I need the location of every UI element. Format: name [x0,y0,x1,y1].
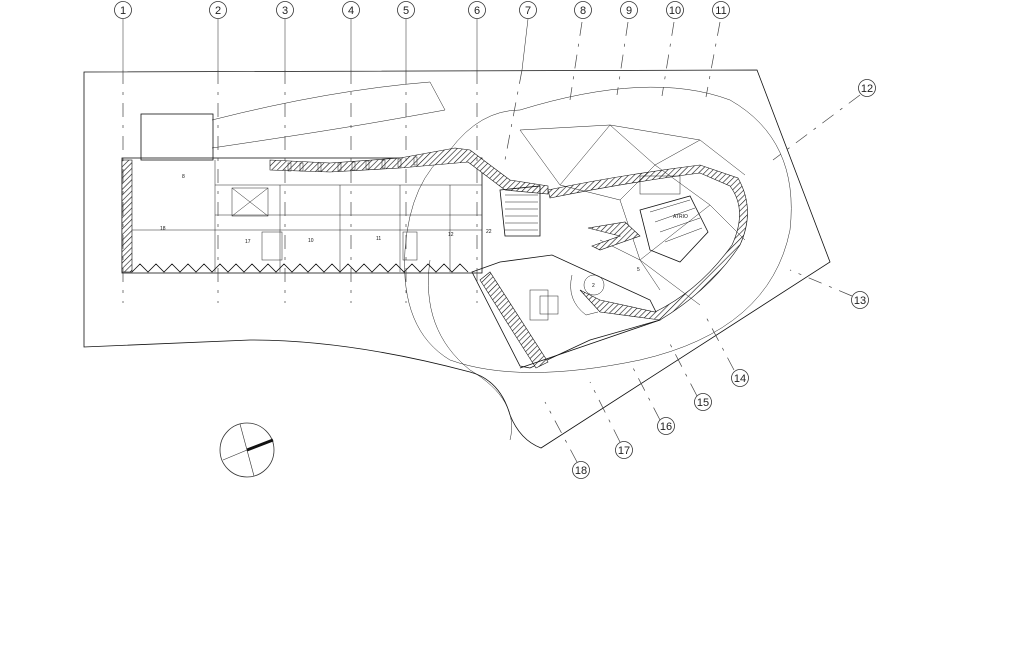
left-wing-end-glazing [121,159,133,273]
svg-text:4: 4 [348,5,354,17]
atrium-hatch [649,199,703,243]
atrium [639,195,709,263]
elevator [231,187,269,217]
landscape-curve-lower [428,259,512,441]
svg-text:11: 11 [715,5,726,17]
grid-axes [122,21,861,463]
south-facade-sawtooth [131,263,469,273]
grid-bubble-9: 9 [620,1,638,19]
coffee-table [539,295,559,315]
grid-bubble-7: 7 [519,1,537,71]
room-labels: 18 17 10 11 12 2 5 8 22 ATRIO [160,174,688,289]
bridge [587,221,641,251]
grid-bubble-11: 11 [712,1,730,19]
svg-text:5: 5 [403,5,409,17]
svg-text:1: 1 [120,5,126,17]
kitchen-counter [570,274,599,316]
grid-bubble-4: 4 [342,1,360,70]
landscape-curve-ellipse [404,86,792,373]
grid-bubble-17: 17 [615,441,633,459]
svg-text:10: 10 [669,5,681,17]
grid-bubble-6: 6 [468,1,486,70]
dining-table [583,274,605,296]
north-windows [287,156,418,172]
sofa [529,289,549,321]
room-label: 8 [182,174,185,180]
grid-bubbles: 1 2 3 4 5 6 7 8 9 10 11 12 13 14 15 16 1… [114,1,876,479]
grid-bubble-15: 15 [694,393,712,411]
grid-bubble-13: 13 [851,291,869,309]
svg-text:13: 13 [854,295,866,307]
grid-bubble-8: 8 [574,1,592,19]
svg-text:18: 18 [575,465,587,477]
grid-bubble-10: 10 [666,1,684,19]
left-wing [121,113,549,274]
svg-text:14: 14 [734,373,746,385]
room-label: 10 [308,238,314,244]
svg-text:7: 7 [525,5,531,17]
svg-text:15: 15 [697,397,709,409]
svg-text:2: 2 [215,5,221,17]
left-wing-core [121,157,483,274]
room-label: 11 [376,236,381,242]
room-label: 12 [448,232,454,238]
grid-bubble-3: 3 [276,1,294,70]
svg-text:17: 17 [618,445,630,457]
svg-text:16: 16 [660,421,672,433]
landscape-curve-ellipse2 [449,109,521,151]
central-stair [499,185,541,237]
stair-east [639,175,681,195]
room-label: 22 [486,229,492,235]
room-label: 5 [637,267,640,273]
site-boundary [83,69,831,449]
grid-bubble-2: 2 [209,1,227,70]
grid-bubble-18: 18 [572,461,590,479]
elevator-x [231,187,269,217]
landscape-curve-outer [211,81,446,149]
grid-bubble-12: 12 [858,79,876,97]
stair [261,231,283,261]
grid-bubble-16: 16 [657,417,675,435]
north-wall [269,147,549,195]
svg-text:12: 12 [861,83,873,95]
svg-text:8: 8 [580,5,586,17]
room-label: 18 [160,226,166,232]
stair [402,231,418,261]
svg-text:3: 3 [282,5,288,17]
svg-text:9: 9 [626,5,632,17]
room-label: ATRIO [673,214,688,220]
east-wing-wall [547,164,748,321]
room-label: 2 [592,283,595,289]
south-wall [519,319,661,369]
east-wing [519,124,748,321]
grid-bubble-1: 1 [114,1,132,70]
grid-bubble-14: 14 [731,369,749,387]
roof-triangulation [519,124,746,306]
living-glazing [479,271,549,369]
room-label: 17 [245,239,251,245]
left-wing-end-block [140,113,214,161]
svg-text:6: 6 [474,5,480,17]
grid-bubble-5: 5 [397,1,415,70]
north-arrow-icon [219,422,275,478]
